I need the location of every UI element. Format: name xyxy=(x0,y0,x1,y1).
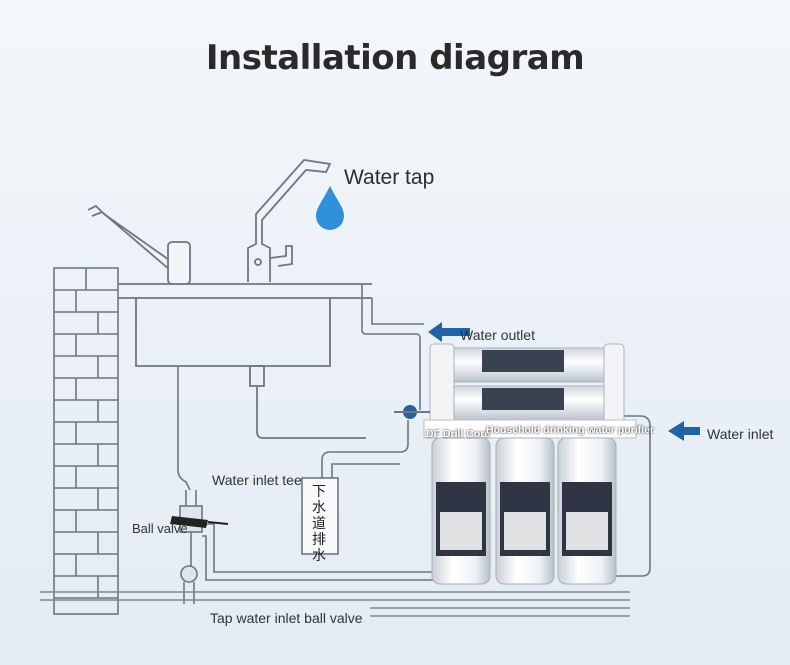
drain-label: 下水道排水 xyxy=(312,484,326,564)
water-drop-icon xyxy=(316,186,344,230)
water-tap-icon xyxy=(247,159,332,282)
page-title: Installation diagram xyxy=(205,38,585,78)
water-purifier xyxy=(394,343,637,585)
water-outlet-label: Water outlet xyxy=(460,327,535,343)
ball-valve-label: Ball valve xyxy=(132,521,188,536)
outlet-pipe xyxy=(361,284,424,410)
drain-pipe xyxy=(301,420,409,555)
floor-lines xyxy=(40,591,630,617)
df-drill-core-label: DF Drill Core xyxy=(426,428,491,440)
inlet-pipe xyxy=(610,415,651,577)
tap-water-inlet-ball-valve-label: Tap water inlet ball valve xyxy=(210,610,363,626)
water-inlet-tee-label: Water inlet tee xyxy=(212,472,302,488)
water-outlet-arrow-icon xyxy=(428,322,470,342)
ball-valve-handle-icon xyxy=(170,516,229,528)
kitchen-faucet-icon xyxy=(87,204,191,285)
water-inlet-arrow-icon xyxy=(668,421,700,441)
water-tap-label: Water tap xyxy=(344,166,435,189)
brick-wall xyxy=(53,267,119,615)
supply-pipe xyxy=(177,366,440,604)
purifier-label: Household drinking water purifier xyxy=(486,424,655,436)
water-inlet-label: Water inlet xyxy=(707,426,774,442)
sink xyxy=(118,283,372,439)
